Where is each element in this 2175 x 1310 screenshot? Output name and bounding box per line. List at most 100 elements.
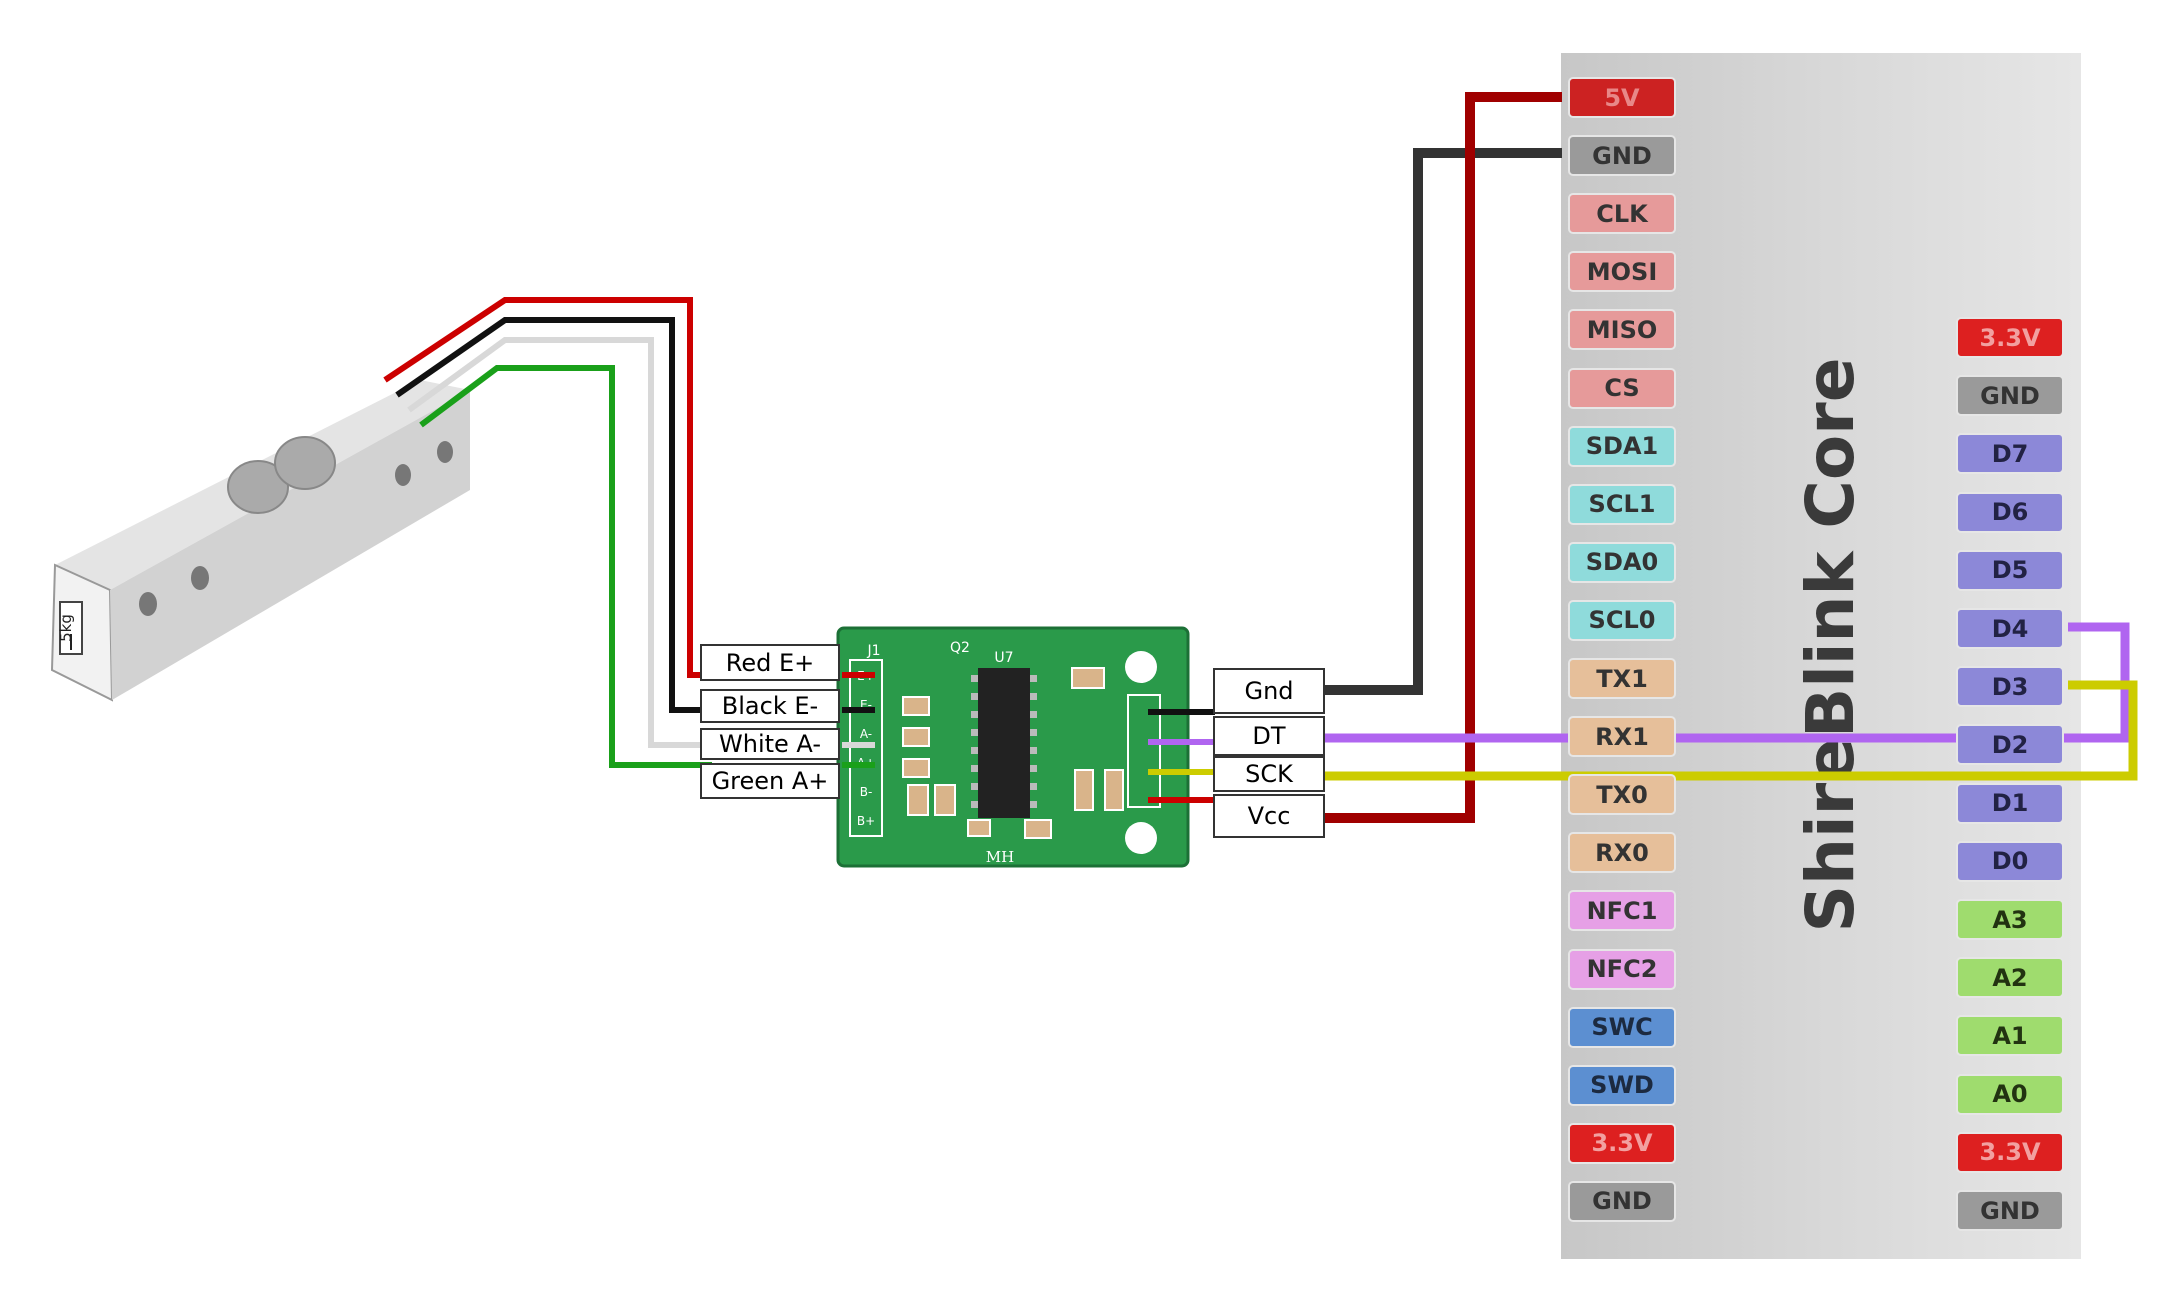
hx711-output-header — [1127, 694, 1161, 808]
hx711-j1-silkscreen: J1 — [866, 643, 880, 659]
pin-left-gnd: GND — [1568, 1180, 1676, 1222]
pcb-component — [1024, 819, 1052, 839]
pcb-component — [902, 727, 930, 747]
chip-pin — [971, 747, 978, 754]
chip-pin — [1030, 783, 1037, 790]
pin-right-3-3v: 3.3V — [1956, 1131, 2064, 1173]
hx711-label-dt: DT — [1213, 716, 1325, 756]
load-cell-wires — [383, 297, 712, 768]
pin-left-sda1: SDA1 — [1568, 425, 1676, 467]
chip-pin — [1030, 729, 1037, 736]
pin-left-nfc1: NFC1 — [1568, 890, 1676, 932]
load-cell-screw-hole — [191, 566, 209, 590]
pcb-component — [1104, 769, 1124, 811]
wire-red-e-plus — [383, 297, 712, 678]
chip-pin — [1030, 747, 1037, 754]
wire-white-a-minus — [407, 337, 712, 748]
wire-black-e-minus — [395, 317, 712, 713]
hx711-output-stubs — [1148, 709, 1215, 803]
hx711-input-stubs — [842, 672, 875, 768]
load-cell: 5kg — [50, 380, 470, 702]
pin-left-gnd: GND — [1568, 135, 1676, 177]
pin-right-d0: D0 — [1956, 840, 2064, 882]
hx711-label-vcc: Vcc — [1213, 794, 1325, 838]
pin-right-d2: D2 — [1956, 724, 2064, 766]
chip-pin — [1030, 693, 1037, 700]
wire-green-a-plus — [419, 365, 712, 768]
load-cell-hole — [274, 436, 336, 490]
pin-left-tx1: TX1 — [1568, 658, 1676, 699]
pcb-component — [1074, 769, 1094, 811]
hx711-label-sck: SCK — [1213, 756, 1325, 792]
pin-left-rx0: RX0 — [1568, 832, 1676, 874]
hx711-label-red-e-plus: Red E+ — [700, 644, 840, 681]
pin-right-a1: A1 — [1956, 1015, 2064, 1057]
hx711-mounting-hole — [1125, 822, 1157, 854]
chip-pin — [971, 711, 978, 718]
chip-pin — [1030, 765, 1037, 772]
hx711-label-black-e-minus: Black E- — [700, 689, 840, 723]
pin-right-d7: D7 — [1956, 433, 2064, 475]
chip-pin — [971, 693, 978, 700]
pin-left-nfc2: NFC2 — [1568, 948, 1676, 990]
chip-pin — [971, 675, 978, 682]
pcb-component — [907, 784, 929, 816]
load-cell-sticker — [59, 601, 83, 655]
pin-right-d5: D5 — [1956, 549, 2064, 591]
load-cell-screw-hole — [139, 592, 157, 616]
load-cell-marking: 5kg — [57, 614, 75, 642]
chip-pin — [971, 765, 978, 772]
chip-pin — [971, 729, 978, 736]
chip-pin — [1030, 711, 1037, 718]
wire-sck-d3 — [1325, 680, 2138, 781]
pcb-component — [902, 696, 930, 716]
pin-left-3-3v: 3.3V — [1568, 1122, 1676, 1164]
pin-left-swd: SWD — [1568, 1064, 1676, 1106]
hx711-chip — [978, 668, 1030, 818]
pin-left-scl1: SCL1 — [1568, 483, 1676, 525]
hx711-mounting-hole — [1125, 651, 1157, 683]
pin-right-gnd: GND — [1956, 375, 2064, 417]
hx711-label-white-a-minus: White A- — [700, 728, 840, 760]
pin-left-scl0: SCL0 — [1568, 599, 1676, 641]
pcb-pin-label: E- — [860, 698, 872, 712]
hx711-q2-silkscreen: Q2 — [950, 640, 970, 656]
pin-right-a0: A0 — [1956, 1073, 2064, 1115]
pcb-component — [1071, 667, 1105, 689]
load-cell-hole — [227, 460, 289, 514]
pin-left-sda0: SDA0 — [1568, 541, 1676, 583]
pin-left-swc: SWC — [1568, 1006, 1676, 1048]
pcb-component — [902, 758, 930, 778]
pcb-component — [934, 784, 956, 816]
chip-pin — [1030, 675, 1037, 682]
pcb-component — [967, 819, 991, 837]
hx711-label-green-a-plus: Green A+ — [700, 763, 840, 799]
pin-left-rx1: RX1 — [1568, 716, 1676, 758]
load-cell-side-face — [110, 390, 470, 700]
wire-5v — [1325, 92, 1562, 823]
hx711-board: J1 U7 Q2 MH E+E-A-A+B-B+ — [836, 626, 1215, 868]
hx711-mh-silkscreen: MH — [986, 848, 1014, 866]
pin-right-d4: D4 — [1956, 608, 2064, 649]
pin-right-a3: A3 — [1956, 899, 2064, 940]
pin-right-d6: D6 — [1956, 491, 2064, 533]
pin-left-clk: CLK — [1568, 193, 1676, 235]
pin-right-a2: A2 — [1956, 957, 2064, 999]
pin-left-mosi: MOSI — [1568, 251, 1676, 293]
pcb-pin-label: B- — [860, 785, 873, 799]
pcb-pin-label: A- — [860, 727, 872, 741]
pin-left-5v: 5V — [1568, 77, 1676, 118]
pin-left-cs: CS — [1568, 367, 1676, 409]
hx711-label-gnd: Gnd — [1213, 668, 1325, 714]
wire-gnd — [1325, 148, 1562, 695]
hx711-components — [902, 667, 1124, 839]
pin-right-3-3v: 3.3V — [1956, 317, 2064, 358]
pin-right-d1: D1 — [1956, 782, 2064, 824]
pin-left-miso: MISO — [1568, 309, 1676, 351]
chip-pin — [971, 801, 978, 808]
board-wires — [1325, 92, 2138, 823]
load-cell-screw-hole — [395, 464, 411, 486]
hx711-u7-silkscreen: U7 — [994, 650, 1013, 666]
